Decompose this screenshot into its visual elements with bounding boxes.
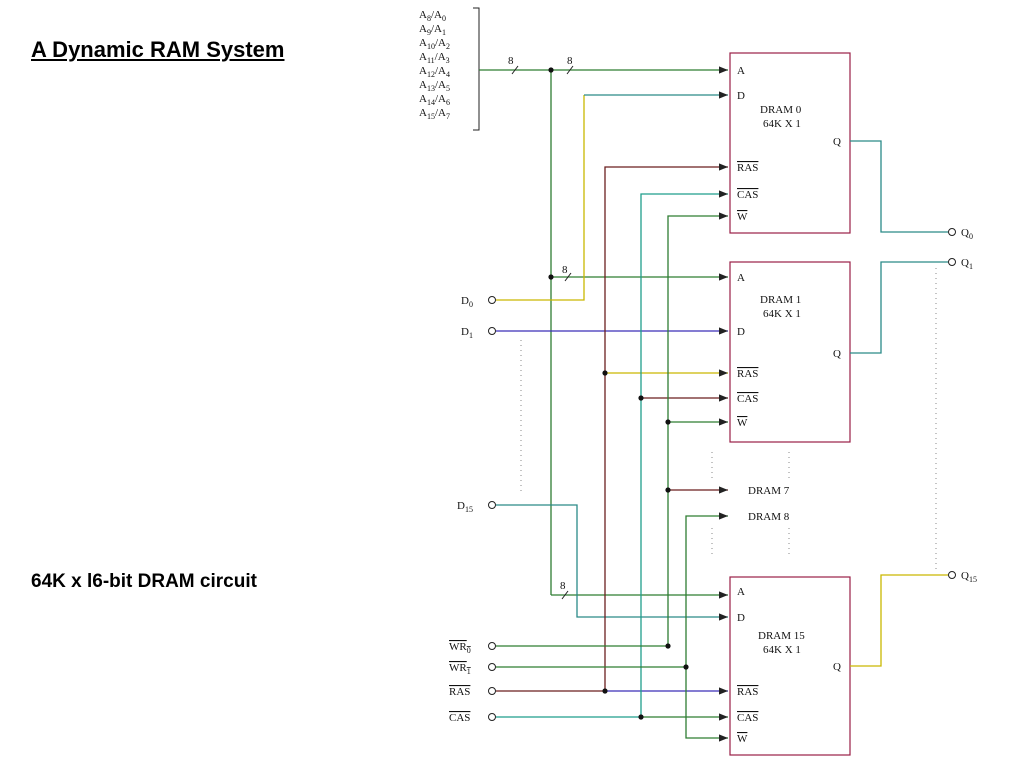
wire-junctions	[602, 370, 689, 720]
data-wires	[496, 91, 728, 621]
input-cas-label: CAS	[449, 712, 470, 724]
input-terminals	[488, 296, 496, 721]
dram-chip-0: A D RAS CAS W Q DRAM 0 64K X 1	[729, 52, 851, 234]
pin-q-label: Q	[833, 136, 841, 148]
input-d1-label: D1	[461, 326, 473, 340]
address-line-label: A15/A7	[419, 107, 450, 121]
bus-width-label: 8	[560, 580, 566, 592]
pin-w-label: W	[737, 417, 748, 429]
pin-a-label: A	[737, 272, 745, 284]
pin-a-label: A	[737, 586, 745, 598]
chip-name: DRAM 15	[758, 630, 805, 642]
input-d15-label: D15	[457, 500, 473, 514]
input-wr0-label: WR0	[449, 641, 471, 655]
skipped-chip-label: DRAM 8	[748, 511, 790, 523]
pin-ras-label: RAS	[737, 162, 758, 174]
pin-d-label: D	[737, 612, 745, 624]
bus-width-label: 8	[562, 264, 568, 276]
address-line-label: A8/A0	[419, 9, 446, 23]
address-line-label: A13/A5	[419, 79, 450, 93]
pin-w-label: W	[737, 733, 748, 745]
pin-cas-label: CAS	[737, 712, 758, 724]
chip-size: 64K X 1	[763, 118, 801, 130]
chip-name: DRAM 0	[760, 104, 802, 116]
output-wires	[850, 140, 948, 667]
input-ras-label: RAS	[449, 686, 470, 698]
pin-q-label: Q	[833, 348, 841, 360]
address-line-label: A12/A4	[419, 65, 450, 79]
pin-q-label: Q	[833, 661, 841, 673]
pin-d-label: D	[737, 326, 745, 338]
address-line-label: A9/A1	[419, 23, 446, 37]
pin-w-label: W	[737, 211, 748, 223]
output-q15-label: Q15	[961, 570, 977, 584]
page-title: A Dynamic RAM System	[31, 37, 285, 62]
pin-cas-label: CAS	[737, 189, 758, 201]
bus-width-marks	[511, 65, 574, 600]
dram-chip-1: A D RAS CAS W Q DRAM 1 64K X 1	[729, 261, 851, 443]
address-line-label: A14/A6	[419, 93, 450, 107]
address-bus	[479, 66, 728, 599]
chip-size: 64K X 1	[763, 308, 801, 320]
input-wr1-label: WR1	[449, 662, 471, 676]
chip-size: 64K X 1	[763, 644, 801, 656]
address-line-label: A10/A2	[419, 37, 450, 51]
output-q1-label: Q1	[961, 257, 973, 271]
address-line-label: A11/A3	[419, 51, 450, 65]
pin-cas-label: CAS	[737, 393, 758, 405]
pin-d-label: D	[737, 90, 745, 102]
continuation-dots	[520, 268, 937, 570]
output-q0-label: Q0	[961, 227, 973, 241]
circuit-caption: 64K x l6-bit DRAM circuit	[31, 571, 257, 592]
control-wires	[496, 163, 728, 742]
chip-name: DRAM 1	[760, 294, 801, 306]
skipped-chip-label: DRAM 7	[748, 485, 790, 497]
dram-chip-15: A D RAS CAS W Q DRAM 15 64K X 1	[729, 576, 851, 756]
address-lines: A8/A0 A9/A1 A10/A2 A11/A3 A12/A4 A13/A5 …	[419, 7, 480, 131]
address-bracket	[473, 7, 480, 131]
pin-a-label: A	[737, 65, 745, 77]
input-d0-label: D0	[461, 295, 473, 309]
pin-ras-label: RAS	[737, 686, 758, 698]
pin-ras-label: RAS	[737, 368, 758, 380]
bus-width-label: 8	[508, 55, 514, 67]
bus-width-label: 8	[567, 55, 573, 67]
output-terminals	[948, 228, 956, 579]
